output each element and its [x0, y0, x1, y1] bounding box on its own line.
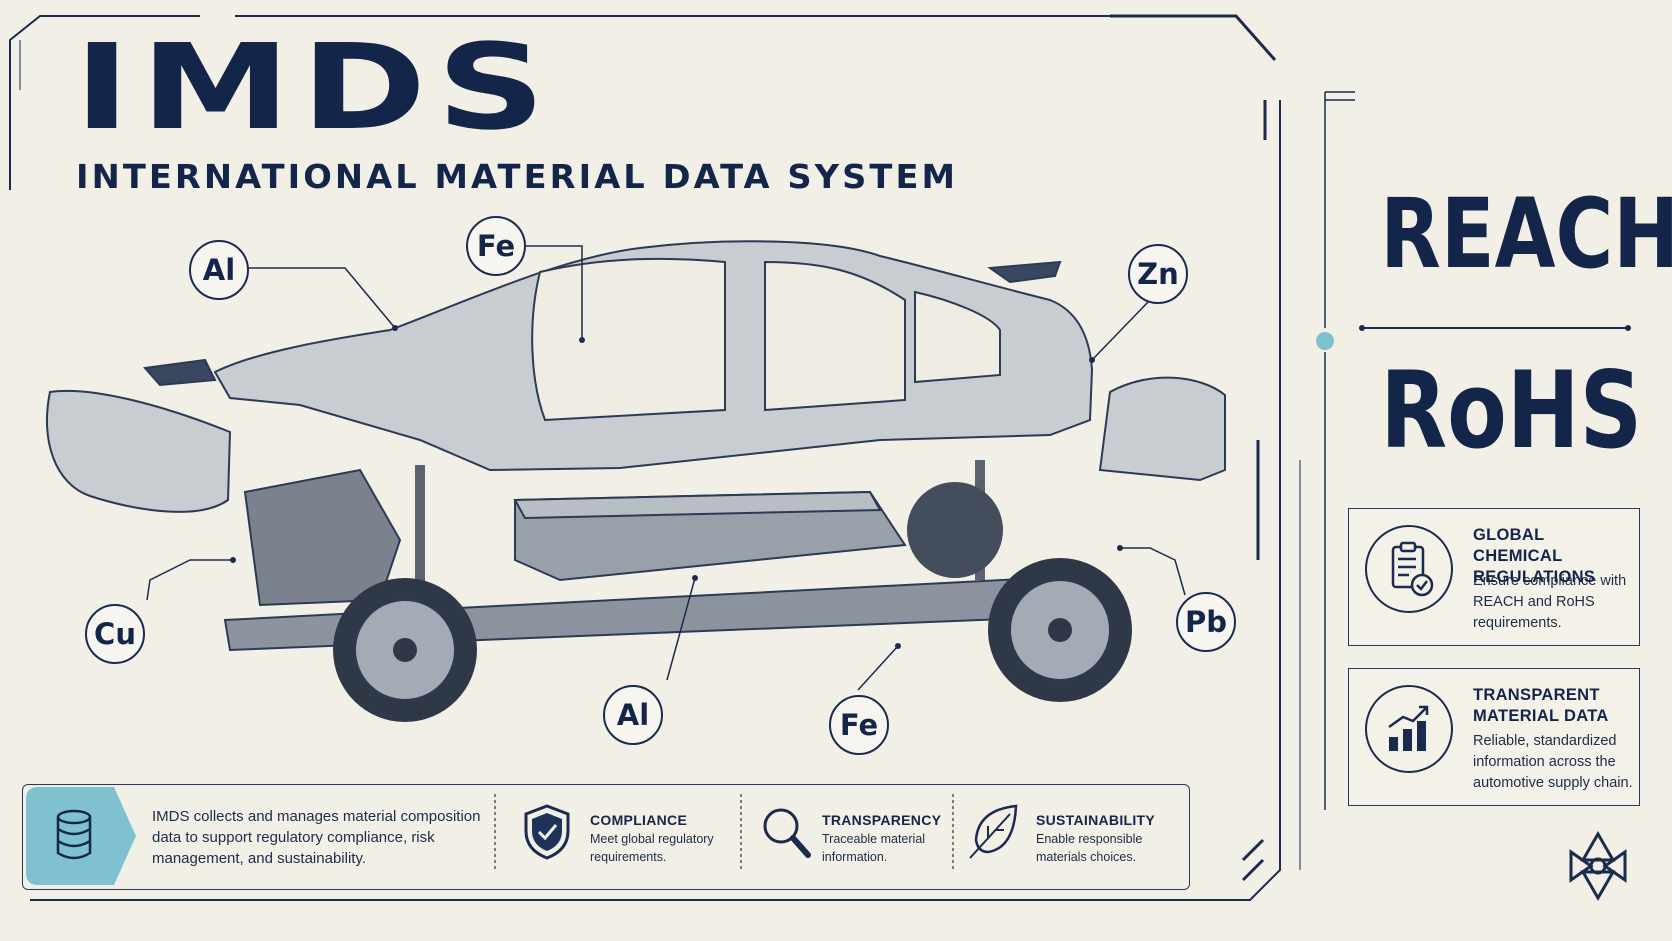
card-title: TRANSPARENT MATERIAL DATA: [1473, 686, 1609, 725]
divider: [952, 794, 954, 872]
feature-text-compliance: Meet global regulatory requirements.: [590, 832, 714, 864]
callout-cu: Cu: [85, 604, 145, 664]
feature-title-transparency: TRANSPARENCY: [822, 812, 942, 828]
feature-text-transparency: Traceable material information.: [822, 832, 926, 864]
callout-pb: Pb: [1176, 592, 1236, 652]
card-global-chemical-regulations: GLOBAL CHEMICAL REGULATIONS Ensure compl…: [1348, 508, 1640, 646]
material-logo-icon: [1569, 830, 1627, 902]
callout-fe-chassis: Fe: [829, 695, 889, 755]
chart-up-icon: [1365, 685, 1453, 773]
imds-description: IMDS collects and manages material compo…: [152, 808, 481, 867]
front-bumper: [46, 389, 232, 513]
info-bar: [22, 784, 1190, 890]
page-title: IMDS: [74, 18, 556, 156]
database-hex-badge: [26, 787, 136, 885]
clipboard-check-icon: [1365, 525, 1453, 613]
leaf-icon: [969, 804, 1018, 859]
rear-bumper: [1098, 376, 1226, 482]
rohs-heading: RoHS: [1380, 349, 1643, 472]
card-title: GLOBAL CHEMICAL REGULATIONS: [1473, 526, 1596, 586]
database-icon: [56, 809, 92, 860]
shield-check-icon: [524, 804, 570, 860]
card-text: Ensure compliance with REACH and RoHS re…: [1473, 573, 1627, 631]
callout-fe-body: Fe: [466, 216, 526, 276]
callout-al-battery: Al: [603, 685, 663, 745]
electric-motor: [243, 468, 402, 607]
feature-title-sustainability: SUSTAINABILITY: [1036, 812, 1156, 828]
divider: [740, 794, 742, 872]
car-exploded-illustration: [46, 240, 1226, 722]
reach-heading: REACH: [1380, 178, 1672, 290]
callout-al-body: Al: [189, 240, 249, 300]
page-subtitle: INTERNATIONAL MATERIAL DATA SYSTEM: [76, 157, 959, 196]
feature-text-sustainability: Enable responsible materials choices.: [1036, 832, 1143, 864]
callout-zn: Zn: [1128, 244, 1188, 304]
divider: [494, 794, 496, 872]
feature-title-compliance: COMPLIANCE: [590, 812, 688, 828]
card-transparent-material-data: TRANSPARENT MATERIAL DATA Reliable, stan…: [1348, 668, 1640, 806]
magnifier-icon: [763, 808, 811, 858]
wheels: [333, 482, 1132, 722]
card-text: Reliable, standardized information acros…: [1473, 733, 1633, 791]
